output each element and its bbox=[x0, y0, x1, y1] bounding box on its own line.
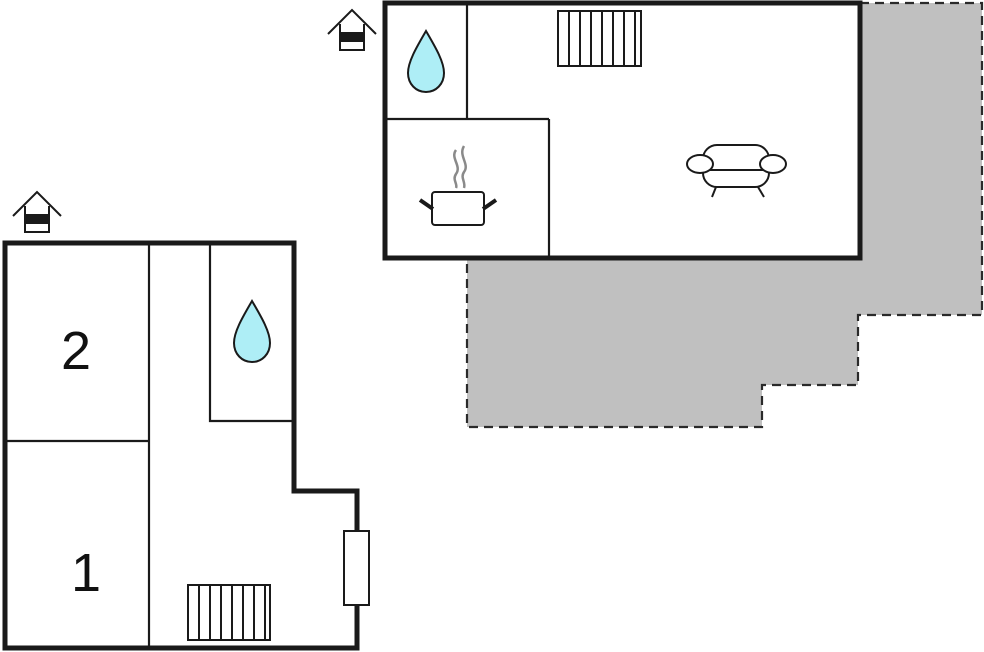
lower-unit-outer-wall bbox=[2, 240, 360, 651]
radiator-icon bbox=[557, 10, 642, 67]
lower-unit: 2 1 bbox=[2, 190, 370, 651]
water-drop-icon bbox=[406, 29, 446, 94]
upper-unit-outer-wall bbox=[382, 0, 863, 261]
entrance-house-icon bbox=[327, 8, 377, 51]
room-number-1: 1 bbox=[71, 543, 101, 603]
lower-bathroom-wall bbox=[208, 245, 292, 423]
cooking-pot-icon bbox=[418, 145, 498, 226]
room-number-2: 2 bbox=[61, 321, 91, 381]
sofa-icon bbox=[686, 144, 787, 198]
entrance-house-icon bbox=[12, 190, 62, 233]
terrace-area bbox=[465, 1, 984, 429]
door-window-icon bbox=[343, 530, 370, 606]
water-drop-icon bbox=[232, 299, 272, 364]
radiator-icon bbox=[187, 584, 271, 641]
upper-unit bbox=[327, 0, 863, 261]
